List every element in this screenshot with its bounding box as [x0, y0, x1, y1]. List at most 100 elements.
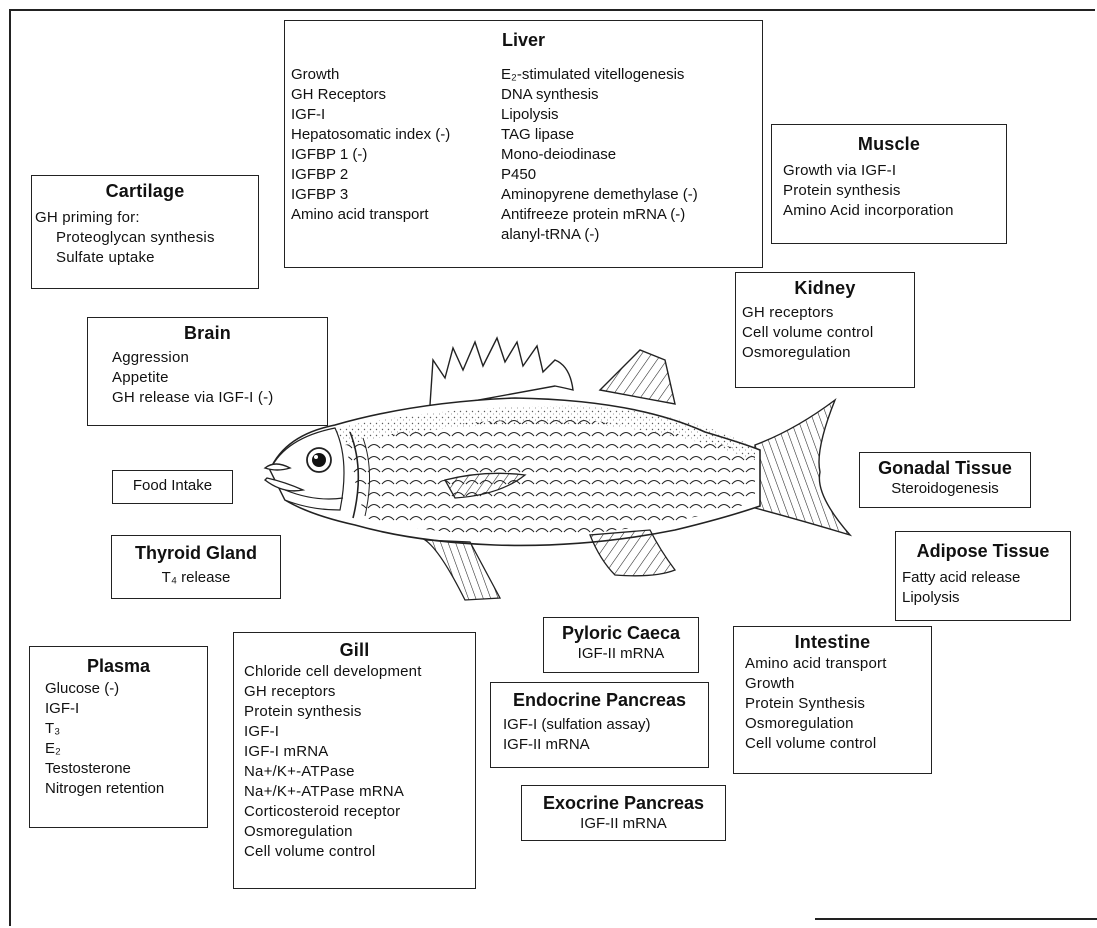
list-item: Chloride cell development — [244, 662, 475, 682]
list-item: Protein Synthesis — [745, 694, 931, 714]
exocrine-pancreas-title: Exocrine Pancreas — [522, 792, 725, 814]
pyloric-caeca-list: IGF-II mRNA — [544, 644, 698, 664]
gill-box: Gill Chloride cell development GH recept… — [233, 632, 476, 889]
anal-fin — [590, 530, 675, 576]
list-item: Protein synthesis — [244, 702, 475, 722]
list-item: Growth — [745, 674, 931, 694]
food-intake-label: Food Intake — [113, 471, 232, 501]
muscle-list: Growth via IGF-I Protein synthesis Amino… — [783, 161, 1006, 221]
intestine-box: Intestine Amino acid transport Growth Pr… — [733, 626, 932, 774]
list-item: Glucose (-) — [45, 679, 207, 699]
gill-title: Gill — [234, 639, 475, 661]
list-item: IGFBP 2 — [291, 165, 450, 185]
list-item: GH receptors — [244, 682, 475, 702]
list-item: IGF-II mRNA — [503, 735, 708, 755]
list-item: GH Receptors — [291, 85, 450, 105]
list-item: Cell volume control — [745, 734, 931, 754]
spiny-dorsal-fin — [430, 338, 573, 408]
gonadal-tissue-box: Gonadal Tissue Steroidogenesis — [859, 452, 1031, 508]
list-item: IGF-I — [45, 699, 207, 719]
liver-list-right: E₂-stimulated vitellogenesis DNA synthes… — [501, 65, 698, 245]
list-item: IGF-II mRNA — [522, 814, 725, 834]
gonadal-tissue-title: Gonadal Tissue — [860, 457, 1030, 479]
intestine-title: Intestine — [734, 631, 931, 653]
list-item: Na+/K+-ATPase mRNA — [244, 782, 475, 802]
muscle-box: Muscle Growth via IGF-I Protein synthesi… — [771, 124, 1007, 244]
plasma-list: Glucose (-) IGF-I T₃ E₂ Testosterone Nit… — [45, 679, 207, 799]
list-item: IGF-II mRNA — [544, 644, 698, 664]
exocrine-pancreas-list: IGF-II mRNA — [522, 814, 725, 834]
adipose-tissue-list: Fatty acid release Lipolysis — [902, 568, 1070, 608]
list-item: Growth via IGF-I — [783, 161, 1006, 181]
liver-box: Liver Growth GH Receptors IGF-I Hepatoso… — [284, 20, 763, 268]
gonadal-tissue-list: Steroidogenesis — [860, 479, 1030, 499]
list-item: Nitrogen retention — [45, 779, 207, 799]
muscle-item-growth: Growth via IGF-I — [783, 162, 896, 179]
list-item: alanyl-tRNA (-) — [501, 225, 698, 245]
list-item: Lipolysis — [501, 105, 698, 125]
list-item: Steroidogenesis — [860, 479, 1030, 499]
adipose-tissue-title: Adipose Tissue — [896, 540, 1070, 562]
liver-title: Liver — [285, 29, 762, 51]
list-item: Osmoregulation — [244, 822, 475, 842]
pyloric-caeca-title: Pyloric Caeca — [544, 622, 698, 644]
cartilage-title: Cartilage — [32, 180, 258, 202]
list-item: E₂-stimulated vitellogenesis — [501, 65, 698, 85]
list-item: Protein synthesis — [783, 181, 1006, 201]
intestine-list: Amino acid transport Growth Protein Synt… — [745, 654, 931, 754]
fish-illustration — [255, 320, 875, 610]
list-item: IGF-I (sulfation assay) — [503, 715, 708, 735]
list-item: Testosterone — [45, 759, 207, 779]
list-item: Osmoregulation — [745, 714, 931, 734]
frame-left-border — [9, 9, 11, 926]
list-item: Proteoglycan synthesis — [35, 228, 258, 248]
list-item: Growth — [291, 65, 450, 85]
list-item: Antifreeze protein mRNA (-) — [501, 205, 698, 225]
muscle-title: Muscle — [772, 133, 1006, 155]
plasma-box: Plasma Glucose (-) IGF-I T₃ E₂ Testoster… — [29, 646, 208, 828]
cartilage-list: GH priming for: Proteoglycan synthesis S… — [35, 208, 258, 268]
fish-head — [265, 428, 344, 510]
soft-dorsal-fin — [600, 350, 675, 404]
list-item: IGFBP 3 — [291, 185, 450, 205]
list-item: Sulfate uptake — [35, 248, 258, 268]
endocrine-pancreas-list: IGF-I (sulfation assay) IGF-II mRNA — [503, 715, 708, 755]
list-item: Aminopyrene demethylase (-) — [501, 185, 698, 205]
plasma-title: Plasma — [30, 655, 207, 677]
liver-list-left: Growth GH Receptors IGF-I Hepatosomatic … — [291, 65, 450, 225]
fish-eye — [307, 448, 331, 472]
frame-top-border — [9, 9, 1095, 11]
tail-fin — [755, 400, 850, 535]
gill-list: Chloride cell development GH receptors P… — [244, 662, 475, 862]
list-item: IGF-I — [244, 722, 475, 742]
kidney-title: Kidney — [736, 277, 914, 299]
list-item: IGFBP 1 (-) — [291, 145, 450, 165]
endocrine-pancreas-box: Endocrine Pancreas IGF-I (sulfation assa… — [490, 682, 709, 768]
list-item: E₂ — [45, 739, 207, 759]
pyloric-caeca-box: Pyloric Caeca IGF-II mRNA — [543, 617, 699, 673]
list-item: T₃ — [45, 719, 207, 739]
list-item: TAG lipase — [501, 125, 698, 145]
list-item: DNA synthesis — [501, 85, 698, 105]
list-item: Amino acid transport — [745, 654, 931, 674]
list-item: Na+/K+-ATPase — [244, 762, 475, 782]
list-item: Amino Acid incorporation — [783, 201, 1006, 221]
list-item: P450 — [501, 165, 698, 185]
endocrine-pancreas-title: Endocrine Pancreas — [491, 689, 708, 711]
pelvic-fin — [425, 540, 500, 600]
list-item: Amino acid transport — [291, 205, 450, 225]
list-item: Mono-deiodinase — [501, 145, 698, 165]
exocrine-pancreas-box: Exocrine Pancreas IGF-II mRNA — [521, 785, 726, 841]
list-item: IGF-I — [291, 105, 450, 125]
list-item: Fatty acid release — [902, 568, 1070, 588]
list-item: Lipolysis — [902, 588, 1070, 608]
list-item: Corticosteroid receptor — [244, 802, 475, 822]
food-intake-box: Food Intake — [112, 470, 233, 504]
adipose-tissue-box: Adipose Tissue Fatty acid release Lipoly… — [895, 531, 1071, 621]
list-item: GH priming for: — [35, 208, 258, 228]
frame-bottom-right-border — [815, 918, 1097, 920]
list-item: Cell volume control — [244, 842, 475, 862]
cartilage-box: Cartilage GH priming for: Proteoglycan s… — [31, 175, 259, 289]
list-item: IGF-I mRNA — [244, 742, 475, 762]
list-item: Hepatosomatic index (-) — [291, 125, 450, 145]
